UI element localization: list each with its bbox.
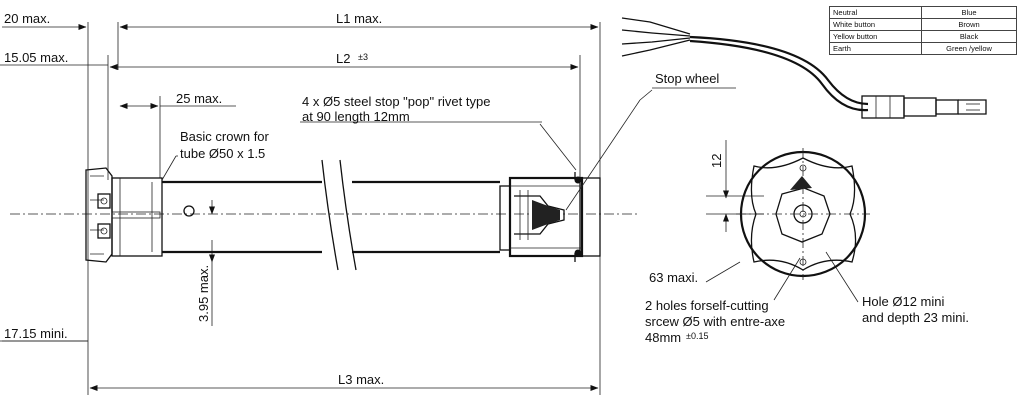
dim-12: 12 xyxy=(709,154,724,168)
crown-label-line1: Basic crown for xyxy=(180,129,270,144)
holes-label-line1: 2 holes forself-cutting xyxy=(645,298,769,313)
wire-color-legend: Neutral Blue White button Brown Yellow b… xyxy=(828,6,1017,55)
dim-l2: L2 xyxy=(336,51,350,66)
rivet-label-line1: 4 x Ø5 steel stop "pop" rivet type xyxy=(302,94,490,109)
rivet-label-line2: at 90 length 12mm xyxy=(302,109,410,124)
dimension-labels: 20 max. L1 max. 15.05 max. L2 ±3 25 max.… xyxy=(4,11,724,387)
callout-labels: Basic crown for tube Ø50 x 1.5 4 x Ø5 st… xyxy=(180,71,969,345)
hole12-label-line1: Hole Ø12 mini xyxy=(862,294,944,309)
dim-3-95-max: 3.95 max. xyxy=(196,265,211,322)
legend-wire-name: Earth xyxy=(828,42,923,55)
cable-and-connector xyxy=(621,17,987,119)
legend-wire-color: Blue xyxy=(921,6,1017,19)
legend-wire-color: Green /yellow xyxy=(921,42,1017,55)
dim-25-max: 25 max. xyxy=(176,91,222,106)
dim-17-15-mini: 17.15 mini. xyxy=(4,326,68,341)
legend-wire-color: Brown xyxy=(921,18,1017,31)
holes-label-line2: srcew Ø5 with entre-axe xyxy=(645,314,785,329)
dim-l1: L1 max. xyxy=(336,11,382,26)
legend-wire-name: Yellow button xyxy=(828,30,923,43)
dim-15-05-max: 15.05 max. xyxy=(4,50,68,65)
legend-row: Yellow button Black xyxy=(828,30,1017,43)
stop-wheel-label: Stop wheel xyxy=(655,71,719,86)
legend-wire-color: Black xyxy=(921,30,1017,43)
holes-label-line3: 48mm xyxy=(645,330,681,345)
stop-wheel-end-view xyxy=(736,148,870,280)
legend-row: Earth Green /yellow xyxy=(828,42,1017,55)
crown-label-line2: tube Ø50 x 1.5 xyxy=(180,146,265,161)
dim-20-max: 20 max. xyxy=(4,11,50,26)
dim-l3: L3 max. xyxy=(338,372,384,387)
legend-wire-name: White button xyxy=(828,18,923,31)
legend-wire-name: Neutral xyxy=(828,6,923,19)
motor-side-view xyxy=(10,159,640,271)
dim-63-maxi: 63 maxi. xyxy=(649,270,698,285)
legend-row: White button Brown xyxy=(828,18,1017,31)
hole12-label-line2: and depth 23 mini. xyxy=(862,310,969,325)
holes-tolerance: ±0.15 xyxy=(686,331,708,341)
leader-lines xyxy=(161,87,859,303)
dim-l2-tolerance: ±3 xyxy=(358,52,368,62)
legend-row: Neutral Blue xyxy=(828,6,1017,19)
